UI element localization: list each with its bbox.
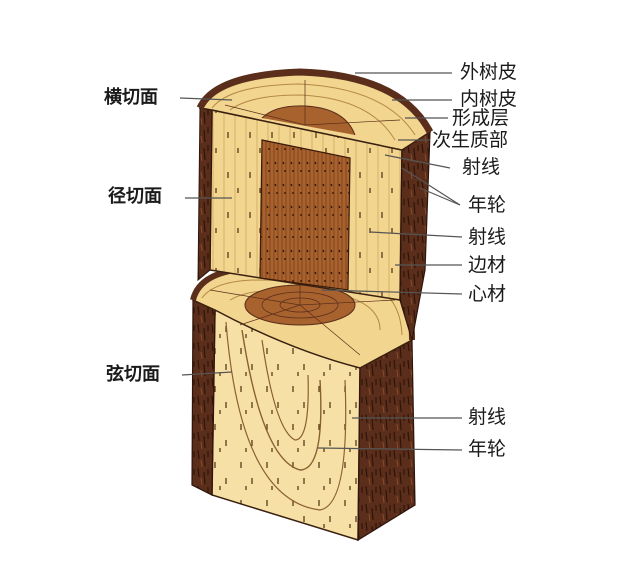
ray-label-2: 射线 (468, 228, 506, 247)
tangential-section-label: 弦切面 (106, 366, 160, 384)
cambium-label: 形成层 (452, 109, 509, 128)
annual-ring-label-1: 年轮 (468, 196, 506, 215)
bark-left-lower (192, 300, 215, 495)
secondary-phloem-label: 次生质部 (432, 131, 508, 150)
bark-left-upper (198, 108, 212, 280)
sapwood-label: 边材 (468, 256, 506, 275)
cross-section-label: 横切面 (104, 89, 158, 107)
heartwood-label: 心材 (468, 285, 506, 304)
ray-label-3: 射线 (468, 408, 506, 427)
radial-section-label: 径切面 (108, 188, 162, 206)
ray-label-1: 射线 (462, 158, 500, 177)
heartwood-radial (260, 140, 350, 290)
annual-ring-label-2: 年轮 (468, 440, 506, 459)
bark-right-lower (358, 340, 415, 540)
outer-bark-label: 外树皮 (460, 63, 517, 82)
